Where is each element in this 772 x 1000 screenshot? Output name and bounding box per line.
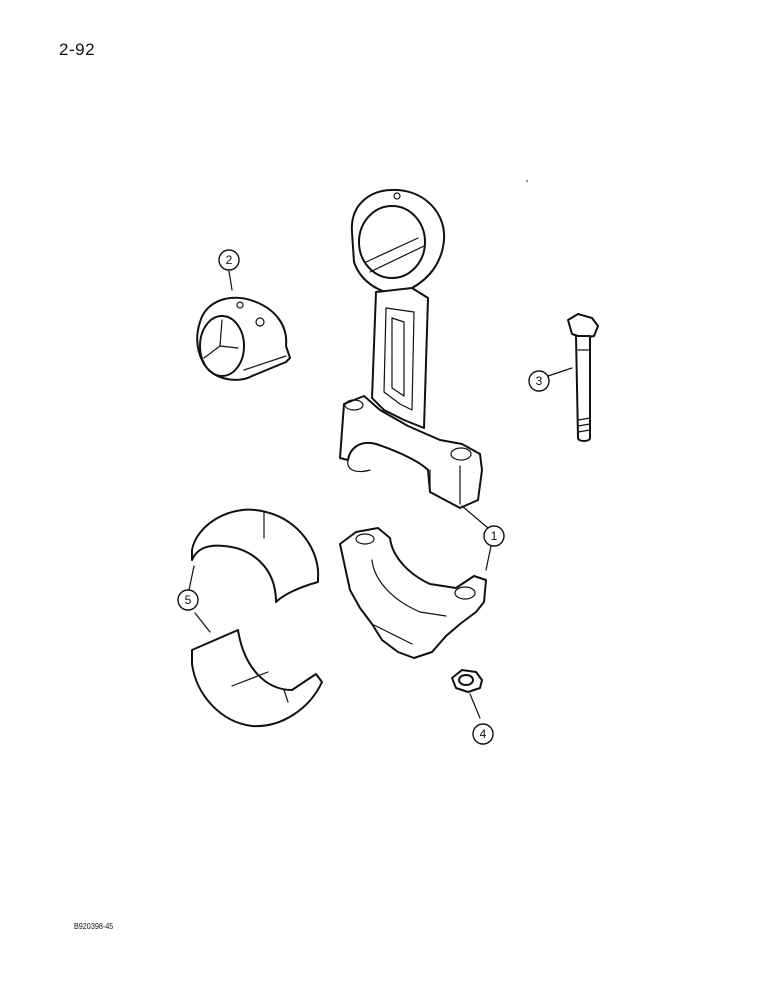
callout-3: 3 [528, 370, 550, 392]
svg-text:5: 5 [185, 593, 192, 607]
connecting-rod-bolt [567, 313, 599, 442]
callout-4: 4 [472, 723, 494, 745]
speck [526, 180, 528, 182]
leader-lines [188, 270, 573, 719]
connecting-rod [339, 188, 483, 509]
piston-pin-bushing [196, 296, 291, 381]
callout-5: 5 [177, 589, 199, 611]
figure-code: B920398-45 [74, 922, 114, 931]
svg-text:3: 3 [536, 374, 543, 388]
callout-2: 2 [218, 249, 240, 271]
svg-text:1: 1 [491, 529, 498, 543]
svg-text:4: 4 [480, 727, 487, 741]
svg-text:2: 2 [226, 253, 233, 267]
callout-1: 1 [483, 525, 505, 547]
bearing-shell-upper [191, 508, 320, 603]
bearing-shell-lower [191, 629, 323, 728]
connecting-rod-nut [451, 669, 483, 693]
page-number: 2-92 [59, 40, 96, 59]
connecting-rod-cap [339, 527, 487, 659]
